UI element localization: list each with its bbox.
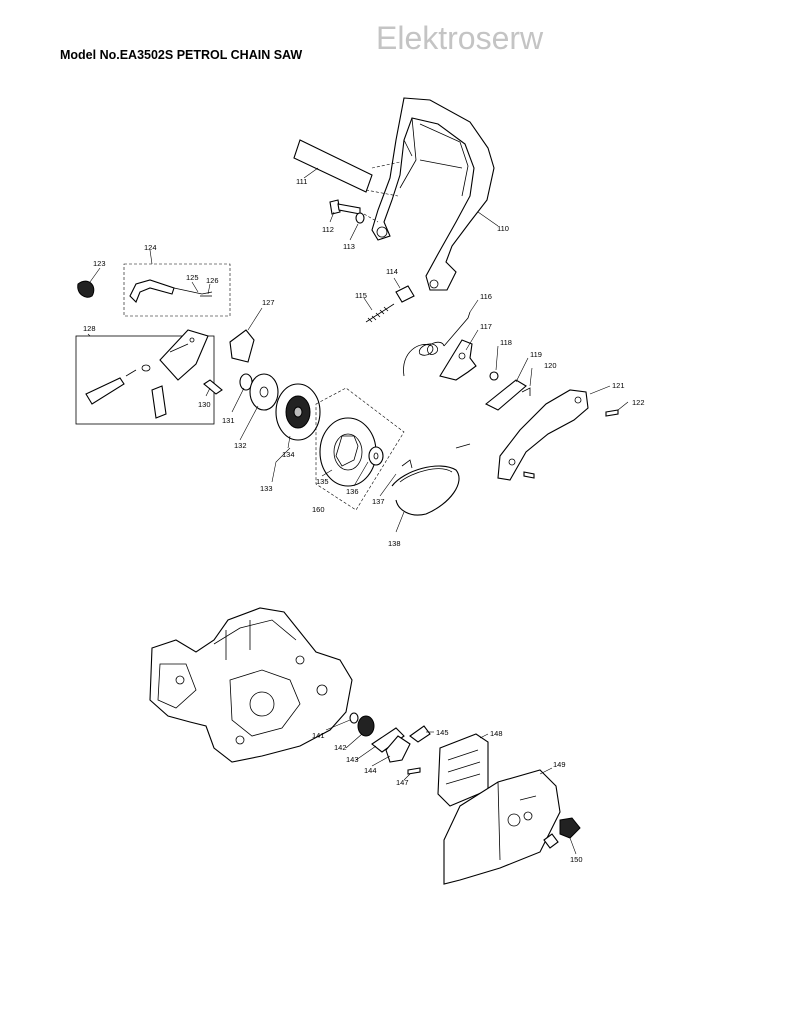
circlip-137 [401, 459, 413, 469]
nut-150 [559, 817, 581, 839]
callout-119: 119 [530, 350, 542, 359]
callout-117: 117 [480, 322, 492, 331]
brake-band-138 [391, 443, 471, 516]
clutch-drum-135 [319, 417, 377, 487]
leader-lines [87, 167, 629, 855]
chain-brake-cover-121 [497, 389, 589, 481]
callout-118: 118 [500, 338, 512, 347]
oil-hose-124 [129, 279, 213, 303]
washer-136 [368, 446, 384, 466]
callout-138: 138 [388, 539, 401, 548]
callout-122: 122 [632, 398, 645, 407]
oil-pump-128 [85, 329, 209, 419]
oil-pump-gear-142 [357, 715, 375, 737]
screw-small [523, 471, 535, 479]
oil-filter-123 [77, 280, 95, 298]
page-title: Model No.EA3502S PETROL CHAIN SAW [60, 48, 303, 62]
callout-114: 114 [386, 267, 398, 276]
clutch-134 [275, 383, 321, 441]
plate-132 [249, 373, 279, 411]
plate-143 [371, 727, 405, 753]
callout-111: 111 [296, 177, 307, 186]
callout-160: 160 [312, 505, 325, 514]
callout-124: 124 [144, 243, 157, 252]
oil-line-box-124 [123, 263, 231, 317]
callout-150: 150 [570, 855, 583, 864]
callout-labels: 110 111 112 113 114 115 116 117 118 119 … [83, 177, 645, 864]
clutch-drum-box-160 [315, 387, 405, 511]
callout-142: 142 [334, 743, 347, 752]
callout-148: 148 [490, 729, 503, 738]
bolt-112 [329, 199, 361, 215]
callout-144: 144 [364, 766, 377, 775]
tensioner-145 [409, 725, 431, 743]
callout-149: 149 [553, 760, 566, 769]
brake-spring-116 [403, 311, 471, 377]
link-plate-119 [484, 379, 527, 411]
e-ring-120 [521, 387, 531, 396]
callout-125: 125 [186, 273, 199, 282]
front-handle-110 [371, 97, 495, 291]
callout-143: 143 [346, 755, 359, 764]
guide-plate-127 [229, 329, 255, 363]
callout-113: 113 [343, 242, 355, 251]
callout-116: 116 [480, 292, 492, 301]
callout-133: 133 [260, 484, 273, 493]
nut-small [543, 833, 559, 849]
callout-123: 123 [93, 259, 106, 268]
callout-137: 137 [372, 497, 385, 506]
sprocket-cover-149 [443, 769, 561, 885]
callout-132: 132 [234, 441, 247, 450]
callout-147: 147 [396, 778, 409, 787]
callout-126: 126 [206, 276, 219, 285]
screw-130 [203, 379, 223, 395]
callout-127: 127 [262, 298, 275, 307]
washer-113 [355, 212, 365, 224]
callout-145: 145 [436, 728, 449, 737]
callout-135: 135 [316, 477, 329, 486]
spacer-114 [395, 285, 415, 303]
callout-131: 131 [222, 416, 235, 425]
callout-136: 136 [346, 487, 359, 496]
callout-110: 110 [497, 224, 509, 233]
callout-115: 115 [355, 291, 367, 300]
adjuster-144 [385, 735, 411, 763]
washer-141 [349, 712, 359, 724]
brake-lever-117 [439, 339, 477, 381]
grip-sleeve-111 [293, 139, 401, 197]
callout-121: 121 [612, 381, 625, 390]
callout-134: 134 [282, 450, 295, 459]
callout-112: 112 [322, 225, 334, 234]
callout-141: 141 [312, 731, 325, 740]
screw-122 [605, 409, 619, 417]
screw-147 [407, 767, 421, 775]
callout-128: 128 [83, 324, 96, 333]
watermark: Elektroserw [376, 20, 544, 56]
spring-115 [365, 303, 395, 323]
callout-130: 130 [198, 400, 211, 409]
oil-pump-box-128 [75, 335, 215, 425]
callout-120: 120 [544, 361, 557, 370]
collar-118 [489, 371, 499, 381]
crankcase-body [149, 607, 353, 763]
